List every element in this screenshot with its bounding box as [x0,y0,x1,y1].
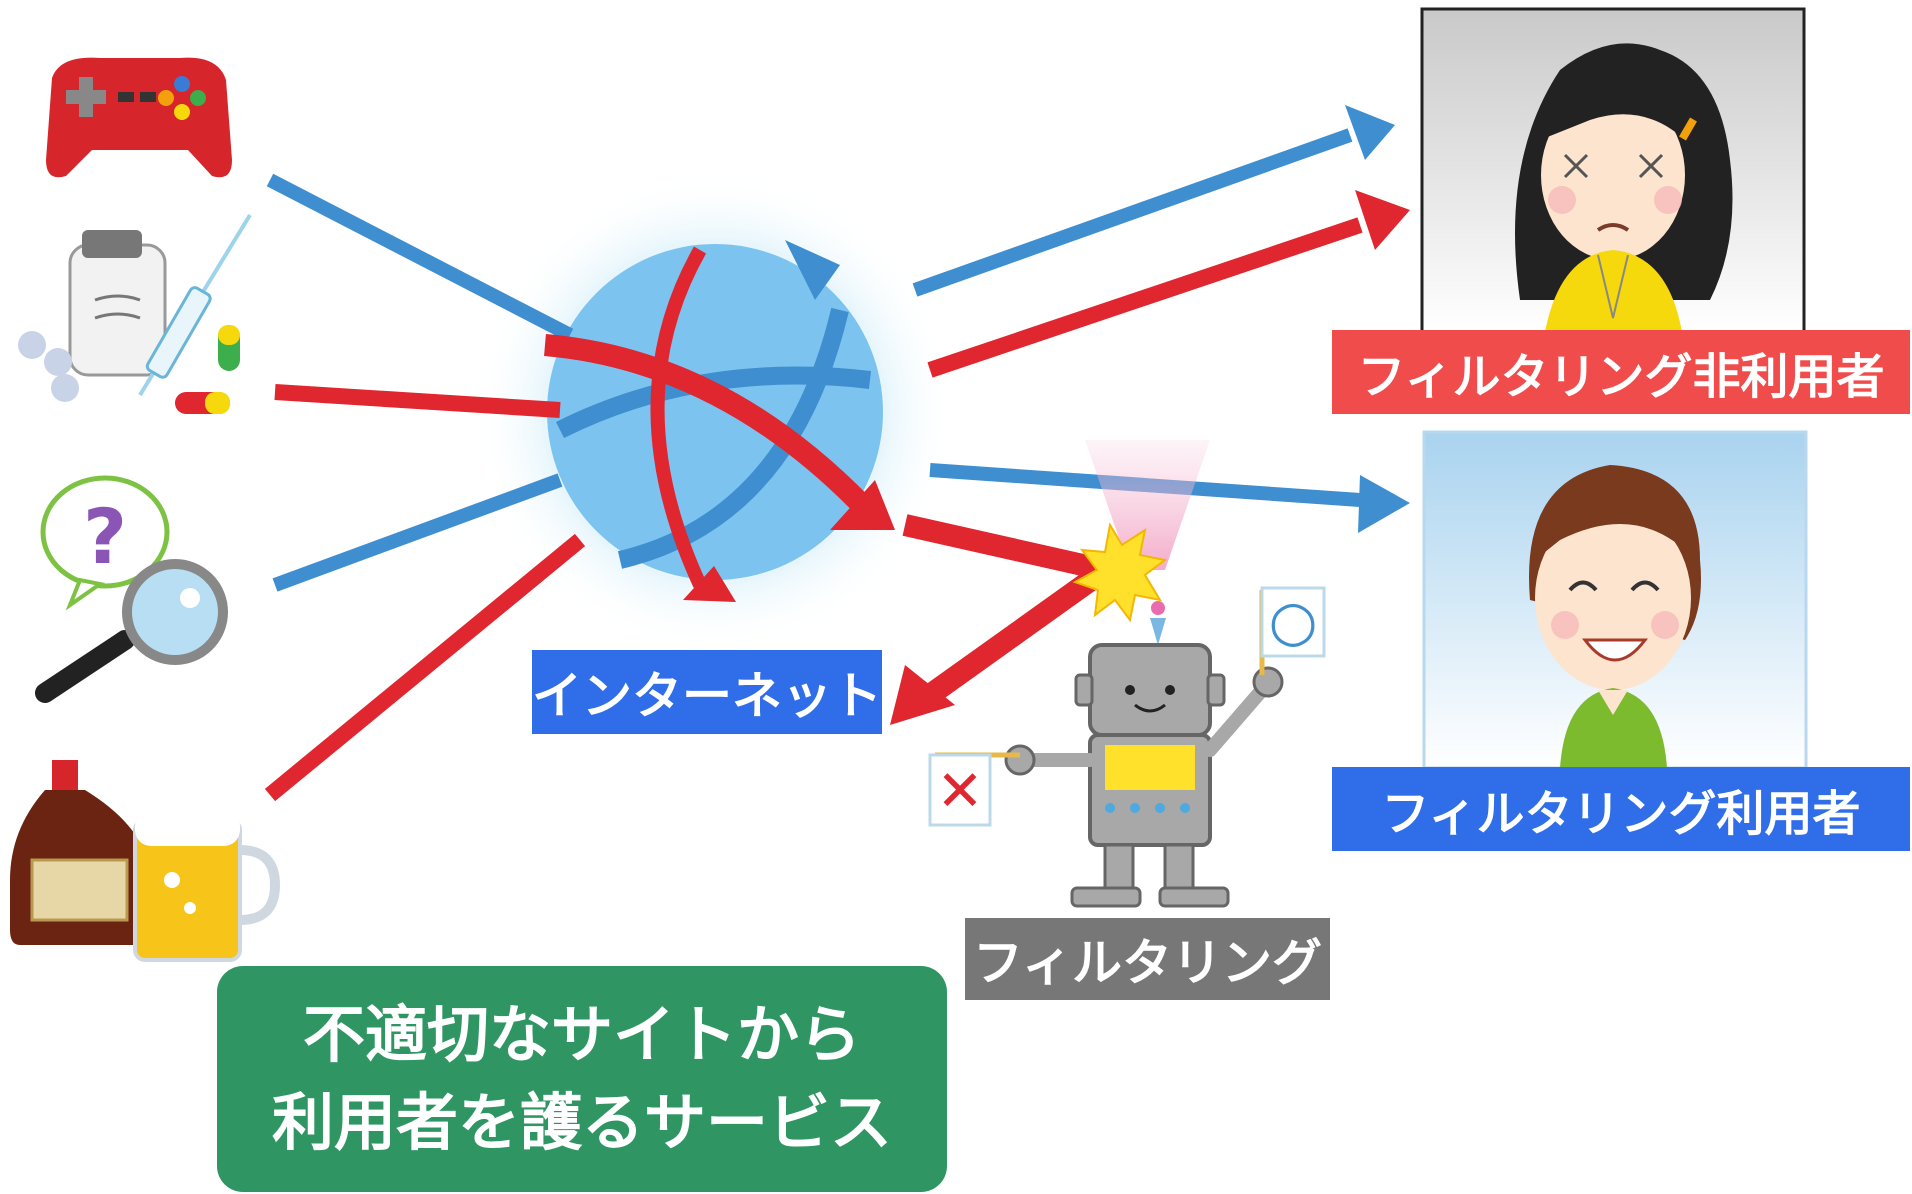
alcohol-icon [10,760,281,962]
incoming-arrows [264,173,586,802]
non-user-label: フィルタリング非利用者 [1332,330,1910,414]
incoming-blue-arrow-2 [272,473,563,592]
user-illustration [1422,430,1808,770]
incoming-red-arrow-2 [264,533,586,802]
outgoing-arrows [890,105,1410,725]
internet-label: インターネット [532,650,882,734]
caption-line-1: 不適切なサイトから [302,998,861,1071]
blocked-red-arrow [902,514,1132,704]
robot-icon: ✕ ○ [928,440,1326,908]
globe-red-arrows [544,246,895,602]
incoming-red-arrow-1 [274,384,561,418]
svg-text:?: ? [83,492,127,581]
question-magnifier-icon: ? [35,475,228,703]
medicine-icon [18,213,252,414]
accept-mark: ○ [1269,589,1318,654]
game-controller-icon [46,57,232,178]
caption-line-2: 利用者を護るサービス [271,1086,892,1159]
outgoing-red-arrow-top [927,217,1363,378]
outgoing-blue-arrow-top [912,128,1353,297]
incoming-blue-arrow-1 [266,173,574,342]
user-label: フィルタリング利用者 [1332,767,1910,851]
globe-icon [475,172,955,652]
filtering-label: フィルタリング [965,918,1330,1000]
caption-box: 不適切なサイトから 利用者を護るサービス [217,966,947,1192]
non-user-illustration [1420,7,1806,334]
reject-mark: ✕ [937,759,984,824]
